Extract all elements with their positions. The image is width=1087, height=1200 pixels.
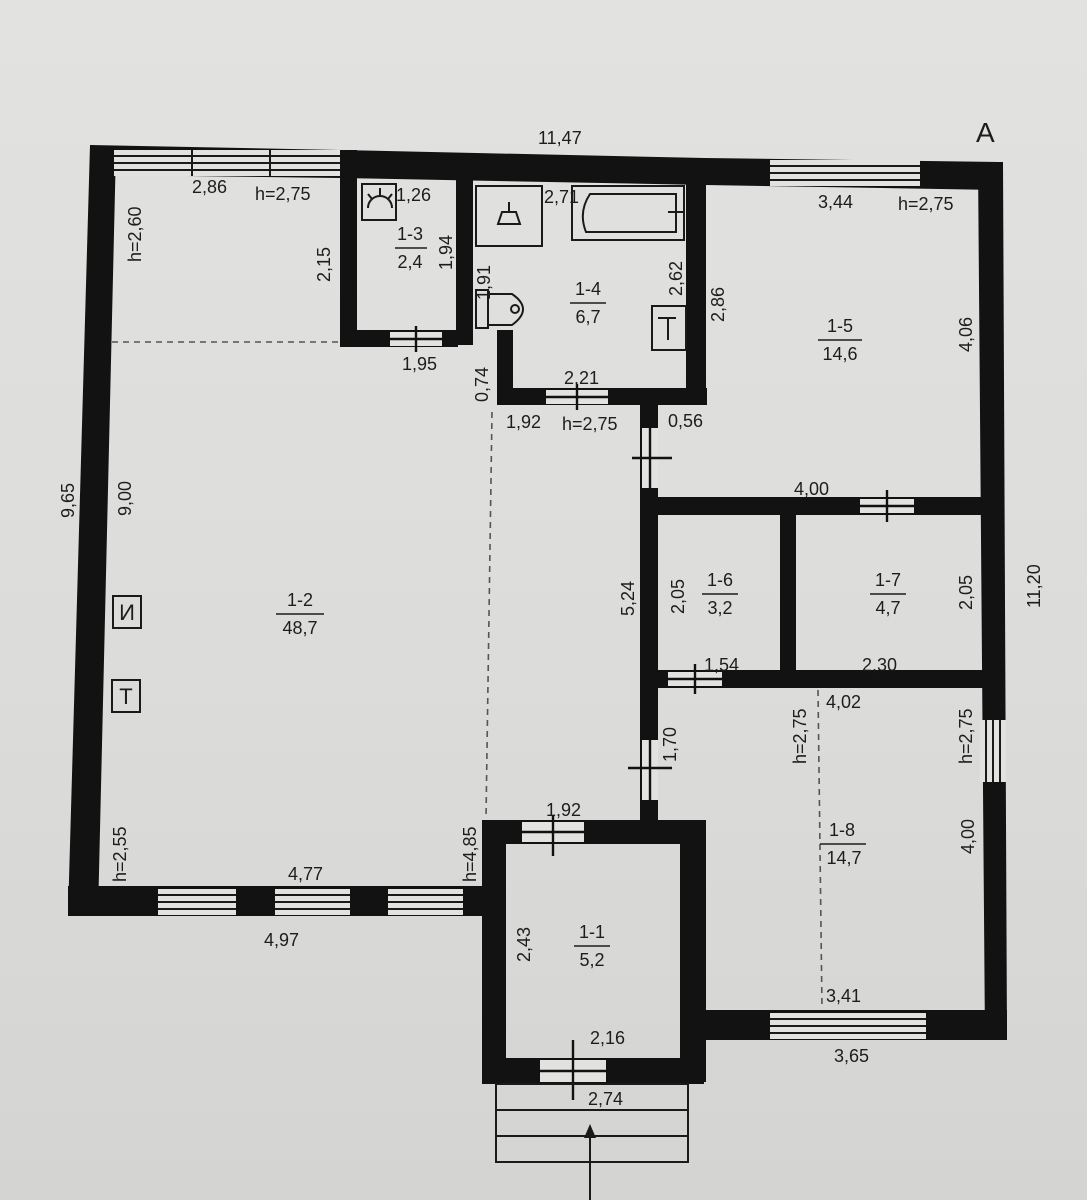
room-1-6: 1-6 3,2 (702, 570, 738, 618)
dimension-label: 4,00 (958, 819, 978, 854)
sink-icon (475, 185, 543, 247)
room-id: 1-7 (875, 570, 901, 590)
entry-arrow-icon (584, 1124, 596, 1138)
dimension-label: 1,70 (660, 727, 680, 762)
room-area: 14,7 (826, 848, 861, 868)
dimension-label: 3,65 (834, 1046, 869, 1066)
dimension-label: 3,44 (818, 192, 853, 212)
lamp-icon (361, 183, 397, 221)
dimension-label: 3,41 (826, 986, 861, 1006)
room-area: 14,6 (822, 344, 857, 364)
electric-panel-icon (112, 595, 142, 629)
room-id: 1-3 (397, 224, 423, 244)
toilet-icon (475, 289, 524, 329)
dimension-label: 4,97 (264, 930, 299, 950)
room-id: 1-6 (707, 570, 733, 590)
dimension-label: 4,77 (288, 864, 323, 884)
room-1-7: 1-7 4,7 (870, 570, 906, 618)
sink-2-icon (651, 305, 687, 351)
dimension-label: 4,02 (826, 692, 861, 712)
doors (390, 326, 914, 1100)
dimension-label: 4,06 (956, 317, 976, 352)
dimension-label: h=2,75 (898, 194, 954, 214)
dimension-label: 2,71 (544, 187, 579, 207)
dimension-label: 2,16 (590, 1028, 625, 1048)
room-1-5: 1-5 14,6 (818, 316, 862, 364)
dimension-label: h=2,60 (125, 206, 145, 262)
corner-label: A (976, 117, 995, 148)
dimension-label: 1,95 (402, 354, 437, 374)
dimension-label: h=2,75 (790, 708, 810, 764)
zone-lines (112, 341, 823, 1009)
dimension-label: 2,62 (666, 261, 686, 296)
room-area: 6,7 (575, 307, 600, 327)
dimension-label: h=2,75 (956, 708, 976, 764)
room-id: 1-2 (287, 590, 313, 610)
room-labels: 1-3 2,4 1-4 6,7 1-5 14,6 1-2 48,7 1-6 3,… (276, 224, 906, 970)
dimension-label: 0,56 (668, 411, 703, 431)
bathtub-icon (571, 185, 685, 241)
room-id: 1-4 (575, 279, 601, 299)
room-1-3: 1-3 2,4 (395, 224, 427, 272)
room-area: 3,2 (707, 598, 732, 618)
dimension-label: 2,86 (708, 287, 728, 322)
fixtures (111, 183, 687, 713)
walls (68, 145, 1007, 1084)
gas-tee-icon (111, 679, 141, 713)
room-area: 4,7 (875, 598, 900, 618)
room-id: 1-8 (829, 820, 855, 840)
dimension-label: 0,74 (472, 367, 492, 402)
room-1-1: 1-1 5,2 (574, 922, 610, 970)
room-1-2: 1-2 48,7 (276, 590, 324, 638)
dimension-label: 1,92 (546, 800, 581, 820)
room-area: 48,7 (282, 618, 317, 638)
room-area: 2,4 (397, 252, 422, 272)
room-1-8: 1-8 14,7 (820, 820, 866, 868)
windows (114, 150, 1001, 1034)
dimension-label: 1,92 (506, 412, 541, 432)
dimension-label: 1,91 (474, 265, 494, 300)
dimension-label: 4,00 (794, 479, 829, 499)
dimension-label: 1,94 (436, 235, 456, 270)
room-id: 1-1 (579, 922, 605, 942)
dimension-label: 1,54 (704, 655, 739, 675)
room-1-4: 1-4 6,7 (570, 279, 606, 327)
dimension-label: 2,15 (314, 247, 334, 282)
room-id: 1-5 (827, 316, 853, 336)
dimension-label: h=2,55 (110, 826, 130, 882)
dimension-label: 5,24 (618, 581, 638, 616)
dimension-label: h=2,75 (562, 414, 618, 434)
panel-symbol: И (119, 600, 135, 625)
dimension-label: 11,47 (538, 128, 582, 148)
dimension-label: 9,65 (58, 483, 78, 518)
tee-symbol: Т (119, 684, 132, 709)
room-area: 5,2 (579, 950, 604, 970)
dimension-label: 2,43 (514, 927, 534, 962)
dimension-label: 2,30 (862, 655, 897, 675)
dimension-label: 2,86 (192, 177, 227, 197)
dimension-label: 11,20 (1024, 564, 1044, 608)
dimension-label: 2,74 (588, 1089, 623, 1109)
dimension-label: 9,00 (115, 481, 135, 516)
openings (114, 150, 1006, 1082)
dimension-label: h=2,75 (255, 184, 311, 204)
dimension-label: 2,05 (668, 579, 688, 614)
dimension-label: 1,26 (396, 185, 431, 205)
dimension-labels: 11,47 2,86 h=2,75 1,26 2,71 3,44 h=2,75 … (58, 128, 1044, 1109)
dimension-label: 2,21 (564, 368, 599, 388)
dimension-label: 2,05 (956, 575, 976, 610)
dimension-label: h=4,85 (460, 826, 480, 882)
